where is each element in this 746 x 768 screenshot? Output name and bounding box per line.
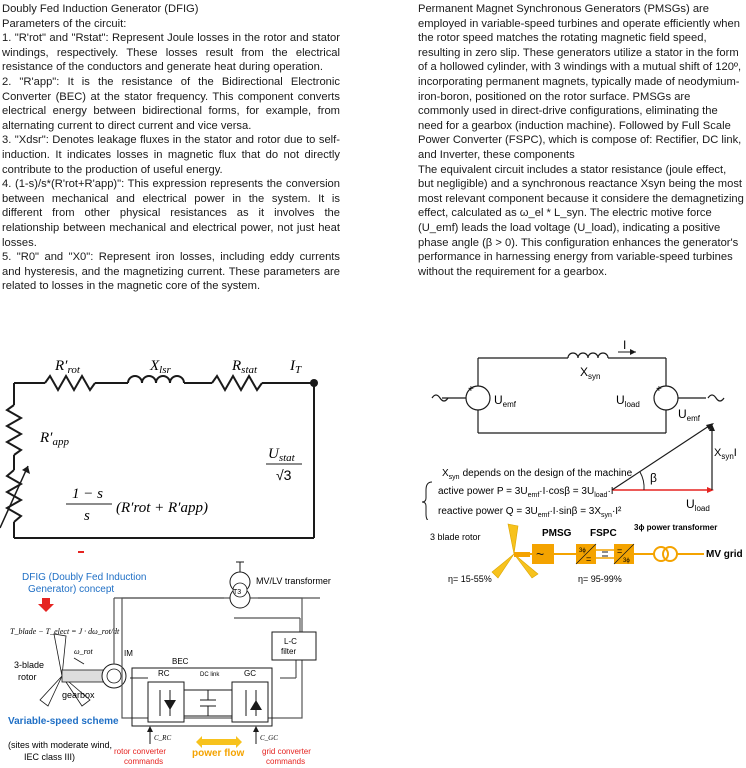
param-item-1: 1. "R'rot" and "Rstat": Represent Joule …	[2, 32, 340, 74]
dfig-dc-link-label: DC link	[200, 672, 220, 678]
dfig-sites-label-2: IEC class III)	[24, 752, 75, 762]
chain-pmsg-label: PMSG	[542, 528, 572, 539]
slip-numerator: 1 − s	[72, 486, 103, 502]
xsyn-label: Xsyn	[580, 365, 600, 381]
dfig-omega-label: ω_rot	[74, 647, 93, 656]
pmsg-conversion-chain: 3 blade rotor ~ PMSG 3ϕ = = 3ϕ FSPC 3ϕ p…	[430, 523, 743, 584]
active-power-equation: active power P = 3Uemf·I·cosβ = 3Uload·I	[438, 486, 614, 499]
dfig-rc-label: RC	[158, 669, 170, 678]
r-app-label: R′app	[39, 430, 69, 448]
phasor-diagram: Uemf XsynI β Uload	[611, 407, 737, 513]
chain-fspc-label: FSPC	[590, 528, 617, 539]
uload-label: Uload	[616, 393, 640, 409]
sqrt3-label: √3	[276, 467, 292, 483]
chain-grid-label: MV grid	[706, 549, 743, 560]
right-text-column: Permanent Magnet Synchronous Generators …	[418, 2, 744, 279]
slip-denominator: s	[84, 508, 90, 524]
dfig-transformer-label: MV/LV transformer	[256, 576, 331, 586]
dfig-lc-label-1: L-C	[284, 637, 297, 646]
dfig-rotor-cmd-1: rotor converter	[114, 747, 166, 756]
param-item-4: 4. (1-s)/s*(R'rot+R'app)": This expressi…	[2, 178, 340, 249]
pmsg-current-label: I	[623, 338, 626, 352]
dfig-t3-label: T3	[233, 589, 241, 596]
current-label: IT	[289, 358, 302, 376]
chain-inverter-dc: =	[617, 546, 622, 556]
r-stat-label: Rstat	[231, 358, 258, 376]
dfig-grid-cmd-1: grid converter	[262, 747, 311, 756]
phasor-uload-label: Uload	[686, 497, 710, 513]
dfig-rotor-label-1: 3-blade	[14, 660, 44, 670]
dfig-torque-equation: T_blade − T_elect = J · dω_rot/dt	[10, 627, 120, 636]
chain-transformer-label: 3ϕ power transformer	[634, 523, 717, 532]
dfig-crc-label: C_RC	[154, 734, 171, 742]
uemf-label: Uemf	[494, 393, 517, 409]
phasor-beta-label: β	[650, 471, 657, 485]
u-stat-label: Ustat	[268, 446, 296, 464]
dfig-rotor-cmd-2: commands	[124, 757, 163, 766]
uload-plus: +	[656, 384, 662, 395]
param-item-2: 2. "R'app": It is the resistance of the …	[2, 75, 340, 132]
dfig-concept-title-1: DFIG (Doubly Fed Induction	[22, 572, 147, 583]
phasor-xsyn-label: XsynI	[714, 447, 737, 461]
chain-eta-converter: η= 95-99%	[578, 574, 622, 584]
dfig-gearbox-label: gearbox	[62, 690, 95, 700]
parameters-intro: Parameters of the circuit:	[2, 17, 127, 30]
chain-rotor-label: 3 blade rotor	[430, 532, 481, 542]
dfig-im-label: IM	[124, 649, 133, 658]
dfig-equivalent-circuit: R′rot Xlsr Rstat IT R′app Ustat √3 1 − s…	[0, 358, 318, 539]
param-item-5: 5. "R0" and "X0": Represent iron losses,…	[2, 251, 340, 293]
pmsg-paragraph-2: The equivalent circuit includes a stator…	[418, 163, 744, 278]
dfig-scheme-label: Variable-speed scheme	[8, 716, 119, 727]
dfig-title: Doubly Fed Induction Generator (DFIG)	[2, 3, 199, 15]
r-rot-label: R′rot	[54, 358, 81, 376]
dfig-bec-label: BEC	[172, 657, 189, 666]
uemf-plus: +	[468, 384, 474, 395]
slip-expression: (R′rot + R′app)	[116, 500, 208, 516]
left-text-column: Doubly Fed Induction Generator (DFIG) Pa…	[2, 2, 340, 294]
dfig-rotor-label-2: rotor	[18, 672, 37, 682]
dfig-gc-label: GC	[244, 669, 256, 678]
chain-eta-rotor: η= 15-55%	[448, 574, 492, 584]
chain-rectifier-dc: =	[586, 554, 591, 564]
reactive-power-equation: reactive power Q = 3Uemf·I·sinβ = 3Xsyn·…	[438, 506, 622, 519]
dfig-concept-title-2: Generator) concept	[28, 584, 114, 595]
dfig-lc-label-2: filter	[281, 647, 296, 656]
pmsg-ac-symbol: ~	[536, 546, 544, 562]
dfig-grid-cmd-2: commands	[266, 757, 305, 766]
param-item-3: 3. "Xdsr": Denotes leakage fluxes in the…	[2, 134, 340, 176]
chain-inverter-phase: 3ϕ	[623, 558, 630, 564]
dfig-system-diagram: DFIG (Doubly Fed Induction Generator) co…	[8, 551, 331, 766]
dfig-power-flow-label: power flow	[192, 748, 244, 759]
phasor-uemf-label: Uemf	[678, 407, 701, 423]
dfig-cgc-label: C_GC	[260, 734, 278, 742]
chain-rectifier-phase: 3ϕ	[579, 548, 586, 554]
x-lsr-label: Xlsr	[149, 358, 172, 376]
dfig-sites-label-1: (sites with moderate wind,	[8, 740, 112, 750]
pmsg-paragraph-1: Permanent Magnet Synchronous Generators …	[418, 3, 742, 161]
